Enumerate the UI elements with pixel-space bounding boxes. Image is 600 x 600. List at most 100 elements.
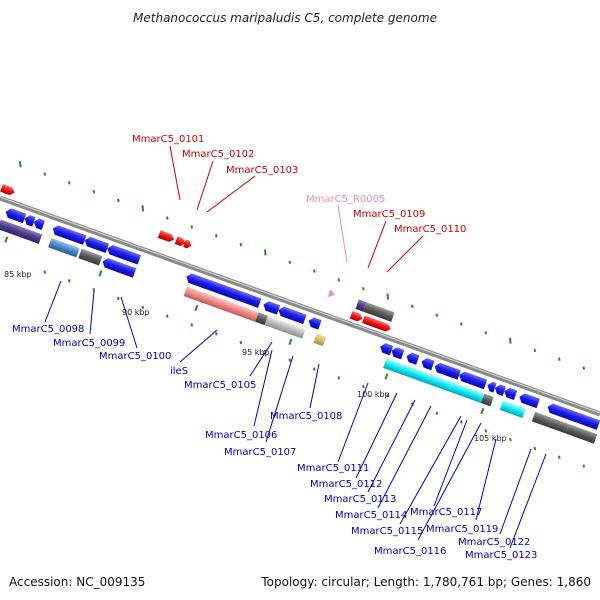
gene-label-0107[interactable]: MmarC5_0107 bbox=[224, 447, 296, 458]
scale-label-90: 90 kbp bbox=[122, 308, 150, 317]
gene-label-0114[interactable]: MmarC5_0114 bbox=[335, 510, 407, 521]
cds-arrow[interactable] bbox=[493, 383, 507, 396]
tick-mark bbox=[337, 278, 341, 282]
gene-label-0102[interactable]: MmarC5_0102 bbox=[182, 149, 254, 160]
cds-arrow[interactable] bbox=[4, 207, 27, 224]
category-box[interactable] bbox=[281, 321, 306, 339]
tick-mark bbox=[313, 269, 316, 273]
category-box[interactable] bbox=[548, 418, 570, 434]
cds-arrow[interactable] bbox=[101, 257, 137, 278]
tick-mark bbox=[68, 279, 71, 283]
cds-arrow[interactable] bbox=[433, 361, 461, 380]
gene-label-0099[interactable]: MmarC5_0099 bbox=[53, 338, 125, 349]
scale-label-105: 105 kbp bbox=[474, 434, 507, 443]
gene-arrow-0103[interactable] bbox=[183, 239, 192, 249]
category-box[interactable] bbox=[531, 411, 553, 428]
cds-arrow-0106[interactable] bbox=[277, 305, 307, 325]
cds-arrow[interactable] bbox=[503, 387, 518, 401]
gene-label-0119[interactable]: MmarC5_0119 bbox=[426, 524, 498, 535]
category-box[interactable] bbox=[48, 237, 80, 258]
tick-mark bbox=[43, 172, 47, 176]
gene-label-0103[interactable]: MmarC5_0103 bbox=[226, 165, 298, 176]
cds-arrow[interactable] bbox=[457, 370, 488, 390]
outer-tick-marks bbox=[19, 161, 586, 468]
tick-mark bbox=[264, 249, 267, 256]
gene-label-0116[interactable]: MmarC5_0116 bbox=[374, 546, 446, 557]
tick-mark bbox=[533, 446, 537, 451]
cds-arrow-0100[interactable] bbox=[106, 244, 141, 265]
scale-ticks bbox=[4, 236, 485, 415]
category-box[interactable] bbox=[383, 358, 453, 392]
category-box-0108[interactable] bbox=[313, 333, 327, 347]
gene-label-r0005[interactable]: MmarC5_R0005 bbox=[306, 194, 385, 205]
gene-label-0100[interactable]: MmarC5_0100 bbox=[99, 351, 171, 362]
gene-label-0115[interactable]: MmarC5_0115 bbox=[351, 526, 423, 537]
tick-mark bbox=[215, 234, 218, 238]
cds-arrow[interactable] bbox=[546, 402, 600, 430]
category-box[interactable] bbox=[480, 393, 494, 407]
gene-arrow-0102[interactable] bbox=[174, 236, 187, 247]
category-box[interactable] bbox=[499, 400, 526, 418]
cds-arrow[interactable] bbox=[32, 217, 46, 230]
tick-mark bbox=[141, 305, 145, 309]
tick-mark bbox=[239, 340, 243, 345]
gene-label-0109[interactable]: MmarC5_0109 bbox=[353, 209, 425, 220]
pseudo-arrow-r0005[interactable] bbox=[327, 289, 336, 299]
cds-arrow[interactable] bbox=[390, 346, 405, 360]
category-box[interactable] bbox=[255, 312, 268, 326]
gene-label-0111[interactable]: MmarC5_0111 bbox=[297, 463, 369, 474]
tick-mark bbox=[509, 337, 512, 344]
cds-arrow[interactable] bbox=[486, 380, 497, 393]
cds-arrow[interactable] bbox=[405, 351, 420, 365]
tick-mark bbox=[190, 323, 194, 327]
tick-mark bbox=[92, 287, 96, 292]
scale-label-85: 85 kbp bbox=[4, 270, 32, 279]
gene-label-0110[interactable]: MmarC5_0110 bbox=[394, 224, 466, 235]
gene-label-0098[interactable]: MmarC5_0098 bbox=[12, 324, 84, 335]
cds-arrow-ileS[interactable] bbox=[185, 272, 262, 308]
cds-arrow[interactable] bbox=[83, 235, 109, 254]
cds-arrow[interactable] bbox=[420, 357, 435, 371]
lower-leader-lines bbox=[44, 280, 547, 549]
gene-box-0109[interactable] bbox=[355, 299, 367, 312]
tick-mark bbox=[337, 376, 341, 380]
map-title: Methanococcus maripaludis C5, complete g… bbox=[133, 11, 437, 25]
tick-mark bbox=[215, 332, 218, 336]
gene-label-0106[interactable]: MmarC5_0106 bbox=[205, 430, 277, 441]
tick-mark bbox=[117, 198, 120, 203]
tick-mark bbox=[288, 358, 292, 362]
gene-label-0108[interactable]: MmarC5_0108 bbox=[270, 411, 342, 422]
tick-mark bbox=[190, 225, 194, 229]
gene-arrow-0110[interactable] bbox=[349, 311, 364, 323]
gene-label-0101[interactable]: MmarC5_0101 bbox=[132, 134, 204, 145]
tick-mark bbox=[166, 216, 169, 220]
category-box-ileS[interactable] bbox=[183, 286, 259, 322]
gene-label-0122[interactable]: MmarC5_0122 bbox=[458, 537, 530, 548]
cds-arrow[interactable] bbox=[378, 342, 394, 356]
cds-arrow[interactable] bbox=[23, 214, 36, 227]
gene-arrow-0101[interactable] bbox=[157, 230, 176, 243]
gene-box-0109b[interactable] bbox=[362, 302, 395, 322]
tick-mark bbox=[386, 293, 390, 300]
cds-arrow-0105[interactable] bbox=[262, 300, 281, 315]
category-box[interactable] bbox=[264, 315, 285, 332]
category-box[interactable] bbox=[18, 226, 43, 244]
cds-arrow-0108[interactable] bbox=[307, 316, 322, 330]
category-box[interactable] bbox=[448, 382, 485, 404]
gene-label-ileS[interactable]: ileS bbox=[170, 366, 188, 377]
gene-label-0117[interactable]: MmarC5_0117 bbox=[410, 507, 482, 518]
category-box[interactable] bbox=[0, 219, 22, 237]
gene-label-0113[interactable]: MmarC5_0113 bbox=[324, 494, 396, 505]
cds-arrow[interactable] bbox=[518, 392, 540, 409]
category-box[interactable] bbox=[78, 248, 103, 266]
gene-arrow-0110b[interactable] bbox=[362, 315, 392, 333]
gene-label-0123[interactable]: MmarC5_0123 bbox=[465, 550, 537, 561]
gene-arrow[interactable] bbox=[0, 184, 16, 196]
category-box[interactable] bbox=[565, 424, 598, 444]
cds-arrow-0099[interactable] bbox=[51, 224, 87, 245]
scale-labels: 85 kbp 90 kbp 95 kbp 100 kbp 105 kbp bbox=[4, 270, 507, 443]
tick-mark bbox=[460, 420, 463, 424]
gene-label-0105[interactable]: MmarC5_0105 bbox=[184, 380, 256, 391]
gene-label-0112[interactable]: MmarC5_0112 bbox=[310, 479, 382, 490]
